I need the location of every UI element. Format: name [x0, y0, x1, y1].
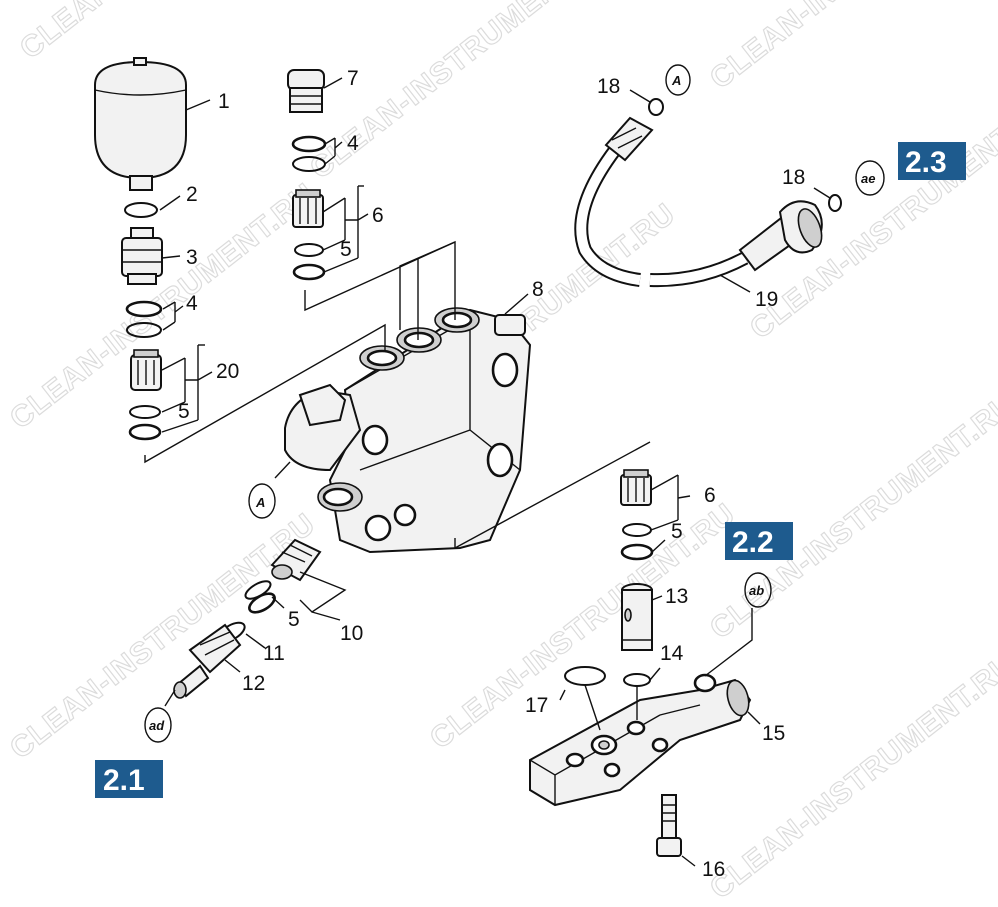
part-label-19: 19: [755, 288, 778, 311]
watermark: CLEAN-INSTRUMENT.RU: [704, 387, 998, 645]
o-ring-part-18: [648, 98, 664, 116]
leader-lines-middle: [322, 77, 369, 273]
watermark: CLEAN-INSTRUMENT.RU: [704, 0, 998, 96]
badge-label-2-2: 2.2: [732, 526, 774, 559]
o-ring-part-4: [126, 322, 162, 338]
part-label-18: 18: [782, 166, 805, 189]
screw-part-16: [656, 794, 682, 857]
part-label-1: 1: [218, 90, 230, 113]
part-label-4: 4: [186, 292, 198, 315]
part-label-5: 5: [340, 238, 352, 261]
callout-circle-ad: ad: [144, 707, 172, 743]
badge-label-2-3: 2.3: [905, 146, 947, 179]
o-ring-part-5: [129, 405, 161, 419]
piston-part-13: [621, 583, 653, 651]
valve-body-part-3: [121, 227, 163, 285]
callout-label-ae: ae: [861, 171, 875, 186]
washer-part-4: [125, 300, 163, 318]
o-ring-part-17: [564, 666, 606, 686]
part-label-12: 12: [242, 672, 265, 695]
o-ring-part-5: [294, 243, 324, 257]
section-badge-2-2: 2.2: [725, 522, 793, 560]
valve-insert-part-6: [292, 189, 324, 228]
part-label-16: 16: [702, 858, 725, 881]
part-label-18: 18: [597, 75, 620, 98]
plug-part-7: [287, 69, 325, 113]
pump-manifold-part-8: [284, 307, 532, 554]
part-label-6: 6: [704, 484, 716, 507]
part-label-17: 17: [525, 694, 548, 717]
badge-label-2-1: 2.1: [103, 764, 145, 797]
accumulator-part-1: [94, 57, 187, 191]
part-label-2: 2: [186, 183, 198, 206]
part-label-10: 10: [340, 622, 363, 645]
leader-lines-lower-right: [559, 474, 761, 867]
watermark: CLEAN-INSTRUMENT.RU: [704, 647, 998, 905]
washer-part-5: [292, 263, 326, 281]
watermark: CLEAN-INSTRUMENT.RU: [14, 0, 332, 66]
nipple-part-12: [173, 623, 242, 699]
part-label-20: 20: [216, 360, 239, 383]
washer-part-5: [620, 543, 654, 561]
callout-circle-ae: ae: [855, 160, 885, 196]
part-label-14: 14: [660, 642, 684, 665]
watermark: CLEAN-INSTRUMENT.RU: [304, 0, 622, 186]
washer-part-5: [248, 592, 276, 614]
o-ring-part-5: [622, 523, 652, 537]
part-label-15: 15: [762, 722, 785, 745]
part-label-8: 8: [532, 278, 544, 301]
watermark: CLEAN-INSTRUMENT.RU: [4, 177, 322, 435]
valve-insert-part-20: [130, 349, 162, 391]
valve-insert-part-6: [620, 469, 652, 506]
callout-label-ad: ad: [149, 718, 165, 733]
callout-circle-a: A: [665, 64, 691, 96]
part-label-5: 5: [288, 608, 300, 631]
part-label-6: 6: [372, 204, 384, 227]
callout-label-ab: ab: [749, 583, 764, 598]
outlet-block-part-15: [529, 673, 752, 807]
part-label-4: 4: [347, 132, 359, 155]
o-ring-part-18: [828, 194, 842, 212]
callout-circle-a: A: [248, 483, 276, 519]
washer-part-5: [128, 423, 162, 441]
leader-lines-top-right: [629, 89, 831, 293]
o-ring-part-2: [124, 202, 158, 218]
callout-label-a: A: [255, 495, 265, 510]
leader-lines-lower-left: [164, 571, 347, 707]
part-label-5: 5: [178, 400, 190, 423]
section-badge-2-1: 2.1: [95, 760, 163, 798]
part-label-7: 7: [347, 67, 359, 90]
section-badge-2-3: 2.3: [898, 142, 966, 180]
o-ring-part-14: [623, 673, 651, 687]
callout-circle-ab: ab: [744, 572, 772, 608]
hose-part-19: [574, 116, 823, 288]
part-label-13: 13: [665, 585, 688, 608]
leader-lines-left: [159, 99, 213, 433]
part-label-3: 3: [186, 246, 198, 269]
valve-part-10: [270, 538, 322, 582]
washer-part-4: [291, 135, 327, 153]
callout-label-a: A: [671, 73, 681, 88]
part-label-5: 5: [671, 520, 683, 543]
leader-lines-manifold: [144, 240, 651, 549]
part-label-11: 11: [263, 642, 285, 665]
